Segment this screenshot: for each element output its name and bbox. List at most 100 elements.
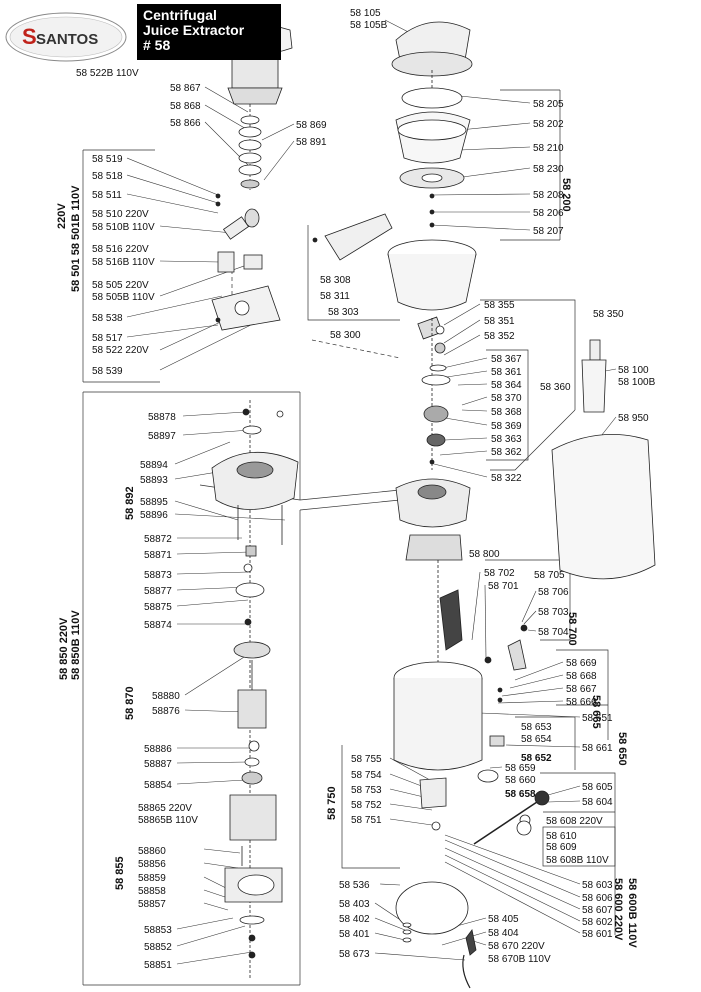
title-line-1: Centrifugal: [143, 7, 217, 23]
part-label: 58 666: [566, 697, 597, 708]
part-label: 58 670B 110V: [488, 954, 551, 965]
part-label: 58874: [144, 620, 172, 631]
part-label: 58 401: [339, 929, 370, 940]
part-label: 58 368: [491, 407, 522, 418]
part-label: 58 704: [538, 627, 569, 638]
part-label: 58 522 220V: [92, 345, 149, 356]
brake-assembly-illustration: [395, 777, 550, 989]
part-label: 58 701: [488, 581, 519, 592]
part-label: 58 653: [521, 722, 552, 733]
part-label: 58 752: [351, 800, 382, 811]
part-label: 58 667: [566, 684, 597, 695]
part-label: 58 654: [521, 734, 552, 745]
part-label: 58 405: [488, 914, 519, 925]
part-label: 58 360: [540, 382, 571, 393]
part-label: 58 800: [469, 549, 500, 560]
part-label: 58 362: [491, 447, 522, 458]
part-label: 58 516 220V: [92, 244, 149, 255]
assembly-group-label: 58 600 220V: [612, 878, 624, 941]
part-label: 58 891: [296, 137, 327, 148]
assembly-group-label: 58 650: [616, 732, 628, 766]
part-label: 58893: [140, 475, 168, 486]
bowl-illustration: [387, 239, 477, 470]
part-label: 58 673: [339, 949, 370, 960]
part-label: 58851: [144, 960, 172, 971]
part-label: 58886: [144, 744, 172, 755]
part-label: 58 303: [328, 307, 359, 318]
center-stack-illustration: [421, 325, 451, 465]
part-label: 58865B 110V: [138, 815, 198, 826]
part-label: 58 207: [533, 226, 564, 237]
part-label: 58 604: [582, 797, 613, 808]
part-label: 58 367: [491, 354, 522, 365]
part-label: 58 519: [92, 154, 123, 165]
assembly-group-label: 58 855: [114, 856, 126, 890]
assembly-group-label: 58 870: [124, 686, 136, 720]
assembly-group-label: 220V: [56, 203, 68, 229]
part-label: 58 669: [566, 658, 597, 669]
part-label: 58 311: [320, 291, 350, 302]
part-label: 58 517: [92, 333, 123, 344]
part-label: 58 105B: [350, 20, 388, 31]
part-label: 58 355: [484, 300, 515, 311]
part-label: 58 601: [582, 929, 613, 940]
part-label: 58858: [138, 886, 166, 897]
title-line-3: # 58: [143, 37, 171, 53]
part-label: 58 703: [538, 607, 569, 618]
part-label: 58 607: [582, 905, 613, 916]
part-label: 58872: [144, 534, 172, 545]
part-label: 58 670 220V: [488, 941, 545, 952]
part-label: 58 753: [351, 785, 382, 796]
part-label: 58 361: [491, 367, 522, 378]
part-label: 58 539: [92, 366, 123, 377]
part-label: 58 516B 110V: [92, 257, 155, 268]
part-label: 58 867: [170, 83, 201, 94]
pusher-and-pulp-container-illustration: [551, 339, 656, 580]
part-label: 58876: [152, 706, 180, 717]
part-label: 58871: [144, 550, 172, 561]
part-label: 58852: [144, 942, 172, 953]
part-label: 58 300: [330, 330, 361, 341]
part-label: 58895: [140, 497, 168, 508]
part-label: 58 208: [533, 190, 564, 201]
part-label: 58 605: [582, 782, 613, 793]
part-label: 58 369: [491, 421, 522, 432]
part-label: 58 608B 110V: [546, 855, 609, 866]
part-label: 58894: [140, 460, 168, 471]
part-label: 58 751: [351, 815, 382, 826]
assembly-group-label: 58 200: [560, 178, 572, 212]
part-label: 58 755: [351, 754, 382, 765]
part-label-bold: 58 652: [521, 753, 552, 764]
part-label: 58859: [138, 873, 166, 884]
part-label: 58 206: [533, 208, 564, 219]
part-label: 58853: [144, 925, 172, 936]
part-label: 58873: [144, 570, 172, 581]
chute-illustration: [312, 213, 393, 261]
part-label: 58 370: [491, 393, 522, 404]
santos-logo: S SANTOS: [4, 9, 128, 65]
part-label: 58856: [138, 859, 166, 870]
motor-base-illustration: [393, 661, 505, 783]
part-label: 58 538: [92, 313, 123, 324]
switch-assembly-illustration: [439, 589, 528, 671]
part-label: 58854: [144, 780, 172, 791]
part-label: 58860: [138, 846, 166, 857]
part-label: 58875: [144, 602, 172, 613]
part-label: 58 202: [533, 119, 564, 130]
part-label: 58 608 220V: [546, 816, 603, 827]
assembly-group-label: 58 750: [326, 786, 338, 820]
part-label: 58 230: [533, 164, 564, 175]
part-label: 58 518: [92, 171, 123, 182]
svg-text:S: S: [22, 24, 37, 49]
part-label: 58 659: [505, 763, 536, 774]
part-label: 58 536: [339, 880, 370, 891]
assembly-group-label: 58 665: [590, 695, 602, 729]
part-label-bold: 58 658: [505, 789, 536, 800]
part-label: 58878: [148, 412, 176, 423]
part-label: 58 510B 110V: [92, 222, 155, 233]
part-label: 58 363: [491, 434, 522, 445]
part-label: 58 308: [320, 275, 351, 286]
part-label: 58 610: [546, 831, 577, 842]
part-label: 58 210: [533, 143, 564, 154]
